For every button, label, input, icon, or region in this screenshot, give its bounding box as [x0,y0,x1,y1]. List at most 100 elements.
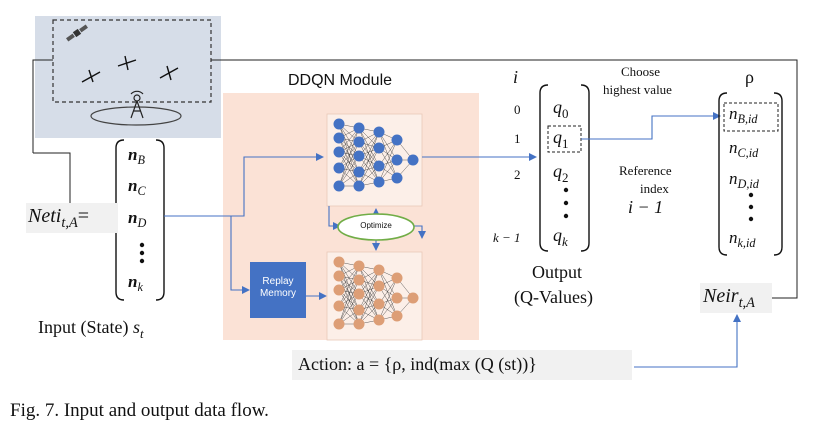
optimize-label: Optimize [360,221,392,230]
nn-node [407,154,419,166]
nn-node [333,180,345,192]
nn-node [391,272,403,284]
neti-label: Netit,A= [28,205,90,232]
action-arrow-line [634,314,741,368]
index-1: 1 [514,131,521,146]
action-label: Action: a = {ρ, ind(max (Q (st))} [298,354,537,374]
nn-node [353,260,365,272]
nn-edge [358,141,380,183]
nn-node [333,132,345,144]
nn-node [333,162,345,174]
rho-vdots [748,192,754,222]
optimize-link-right [413,225,426,239]
nn-node [373,314,385,326]
nn-edge [338,293,360,325]
nn-node [391,134,403,146]
nn-node [333,256,345,268]
nn-node [353,150,365,162]
nn-edge [358,265,380,321]
output-caption-1: Output [532,262,583,282]
nn-node [333,318,345,330]
network-panel [35,16,221,138]
output-vdots [563,187,569,219]
nn-edge [338,289,360,325]
nn-node [407,292,419,304]
nn-edge [358,131,380,173]
action-label-bg [292,350,632,380]
neir-label-bg [700,283,772,313]
nn-edge [358,265,380,305]
nn-edge [358,269,380,325]
nn-node [373,280,385,292]
rho-n-b: nB,id [729,104,758,127]
rho-n-d: nD,id [729,169,759,192]
nn-node [373,298,385,310]
left-label-bg [26,203,118,233]
nn-node [353,318,365,330]
choose-arrow-line [581,112,721,140]
nn-edge [338,127,360,169]
rho-selected-box [723,102,779,132]
output-caption-2: (Q-Values) [514,287,593,307]
nn-node [373,126,385,138]
nn-node [391,310,403,322]
nn-node [333,284,345,296]
nn-node [353,180,365,192]
rho-header: ρ [745,67,754,87]
input-n-c: nC [128,176,146,199]
nn-edge [338,265,360,307]
optimize-ellipse [337,213,415,241]
figure-caption: Fig. 7. Input and output data flow. [10,400,269,421]
nn-edge [338,155,360,187]
nn-edge [358,127,380,183]
replay-memory-box [250,262,306,318]
neir-label: Neirt,A [703,285,755,312]
qk: qk [553,225,568,249]
nn-node [373,264,385,276]
nn-edge [358,279,380,321]
nn-node [333,146,345,158]
output-vector-brackets [539,84,590,252]
airplane-icon [81,55,179,83]
nn-node [373,176,385,188]
nn-edge [378,269,398,317]
nn-edge [378,131,398,161]
nn-node [353,166,365,178]
nn-node [353,122,365,134]
neti-eq: = [77,205,90,227]
optimize-link-left [328,206,341,230]
nn-node [373,142,385,154]
nn-edge [358,147,380,187]
target-network [333,256,419,330]
input-vdots [139,242,145,264]
index-2: 2 [514,167,521,182]
reference-line-3: i − 1 [628,197,664,217]
satellite-icon [66,24,88,42]
neti-sub: t,A [61,215,78,232]
nn-node [391,154,403,166]
nn-edge [378,131,398,179]
nn-edge [378,139,398,183]
input-caption: Input (State) st [38,317,144,341]
nn-node [353,304,365,316]
reference-line-2: index [640,181,669,196]
nn-edge [378,277,398,321]
q2: q2 [553,161,569,185]
net-connector-line [33,152,71,203]
choose-line-1: Choose [621,64,660,79]
nn-node [373,160,385,172]
nn-edge [378,269,398,299]
nn-node [353,274,365,286]
rho-vector-brackets [718,92,783,256]
policy-network [333,118,419,192]
nn-edge [338,151,360,187]
satellite-zone [52,19,212,103]
q1: q1 [553,127,569,151]
nn-node [333,300,345,312]
index-k-minus-1: k − 1 [493,230,521,245]
nn-edge [338,141,360,187]
feedback-loop-line [32,59,798,299]
nn-node [333,118,345,130]
